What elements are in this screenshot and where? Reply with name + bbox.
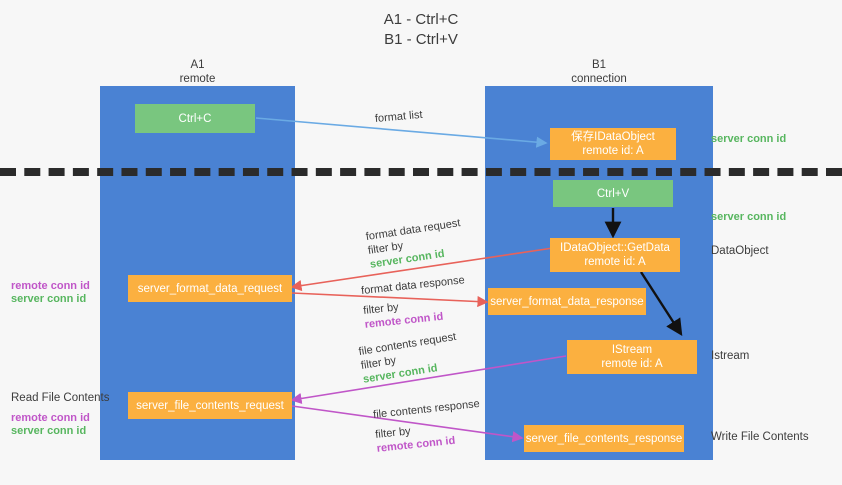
node-istream[interactable]: IStream remote id: A (567, 340, 697, 374)
right-label-server-conn-id-2: server conn id (711, 211, 787, 223)
right-label-istream: Istream (711, 350, 750, 362)
node-ctrl-v[interactable]: Ctrl+V (553, 180, 673, 207)
left-label-read-file-contents: Read File Contents (11, 392, 110, 404)
node-ctrl-c-label: Ctrl+C (178, 112, 212, 125)
right-label-server-conn-id-1: server conn id (711, 133, 787, 145)
left-label-server-conn-id-2: server conn id (11, 425, 87, 437)
node-server-format-data-response-label: server_format_data_response (490, 295, 644, 308)
left-label-server-conn-id-1: server conn id (11, 293, 87, 305)
node-server-file-contents-request-label: server_file_contents_request (136, 399, 284, 412)
column-b1-name: B1 (591, 59, 607, 71)
node-ctrl-c[interactable]: Ctrl+C (135, 104, 255, 133)
node-save-idataobject-line1: 保存IDataObject (571, 131, 655, 143)
node-idataobject-getdata-line2: remote id: A (584, 256, 646, 268)
column-a1-sub: remote (179, 73, 216, 85)
node-ctrl-v-label: Ctrl+V (596, 187, 630, 200)
column-header-b1: B1 connection (485, 58, 713, 86)
node-server-file-contents-request[interactable]: server_file_contents_request (128, 392, 292, 419)
column-header-a1: A1 remote (100, 58, 295, 86)
arrow-format-data-request (290, 247, 554, 292)
node-save-idataobject-line2: remote id: A (582, 145, 644, 157)
node-server-format-data-request-label: server_format_data_request (137, 282, 283, 295)
node-save-idataobject[interactable]: 保存IDataObject remote id: A (550, 128, 676, 160)
arrow-format-data-response (291, 292, 489, 308)
node-server-file-contents-response-label: server_file_contents_response (525, 432, 683, 445)
title-line-1: A1 - Ctrl+C (383, 11, 459, 28)
node-server-file-contents-response[interactable]: server_file_contents_response (524, 425, 684, 452)
right-label-dataobject: DataObject (711, 245, 769, 257)
node-server-format-data-request[interactable]: server_format_data_request (128, 275, 292, 302)
arrow-file-contents-response (291, 405, 524, 443)
arrow-getdata-to-istream (639, 271, 683, 337)
node-istream-line1: IStream (611, 344, 653, 356)
arrow-file-contents-request (290, 355, 567, 405)
right-label-write-file-contents: Write File Contents (711, 431, 809, 443)
left-label-remote-conn-id-2: remote conn id (11, 412, 90, 424)
page-title: A1 - Ctrl+C B1 - Ctrl+V (0, 10, 842, 50)
column-a1-name: A1 (190, 59, 205, 71)
node-server-format-data-response[interactable]: server_format_data_response (488, 288, 646, 315)
column-b1-sub: connection (571, 73, 627, 85)
left-label-remote-conn-id-1: remote conn id (11, 280, 90, 292)
node-idataobject-getdata[interactable]: IDataObject::GetData remote id: A (550, 238, 680, 272)
title-line-2: B1 - Ctrl+V (384, 31, 458, 48)
node-istream-line2: remote id: A (601, 358, 663, 370)
phase-divider (0, 168, 842, 176)
arrow-format-list (255, 117, 548, 148)
node-idataobject-getdata-line1: IDataObject::GetData (560, 242, 670, 254)
